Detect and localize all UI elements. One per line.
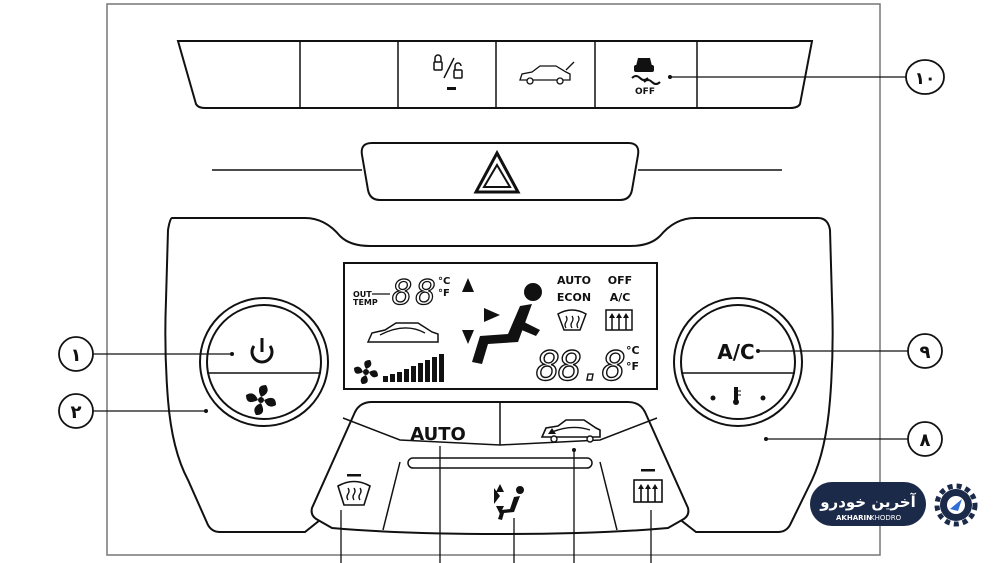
gear-icon: [934, 483, 978, 527]
right-control-knob[interactable]: [673, 297, 803, 427]
out-temp-label-1: OUT: [353, 290, 372, 299]
callout-dot-10: [668, 75, 672, 79]
callout-2-label: ۲: [71, 402, 82, 423]
fan-icon-lcd: [354, 360, 378, 384]
front-defrost-lcd-icon: [557, 309, 587, 331]
callout-1-label: ۱: [71, 345, 82, 366]
recirculation-lcd-icon: [366, 322, 439, 343]
logo-text-en-bold: AKHARIN: [836, 514, 872, 522]
lcd-off-label: OFF: [608, 274, 632, 287]
akharin-khodro-logo: آخرین خودرو AKHARIN KHODRO: [810, 482, 978, 527]
trunk-open-icon[interactable]: [519, 61, 575, 85]
airflow-mode-lcd-icon: [462, 278, 542, 364]
bottom-button-cluster: [310, 401, 690, 536]
bottom-leader-lines: [340, 446, 652, 563]
logo-text-en-light: KHODRO: [870, 514, 902, 522]
callout-dot-1: [230, 352, 234, 356]
callout-2: ۲: [58, 393, 94, 429]
set-temp-digits: 88.8: [536, 344, 626, 390]
set-temp-unit-c: °C: [626, 344, 640, 357]
callout-9: ۹: [907, 333, 943, 369]
fan-speed-indicator: [354, 354, 444, 384]
ac-button[interactable]: A/C: [717, 340, 754, 364]
airflow-mode-button[interactable]: [494, 484, 524, 520]
callout-dot-9: [756, 349, 760, 353]
power-icon[interactable]: [250, 338, 274, 364]
out-temp-unit-f: °F: [438, 288, 450, 299]
top-switch-bar: [176, 40, 814, 109]
auto-button[interactable]: AUTO: [410, 424, 466, 445]
logo-text-fa: آخرین خودرو: [819, 493, 916, 511]
esc-off-label: OFF: [635, 87, 655, 97]
hazard-button[interactable]: [360, 142, 640, 201]
callout-8: ۸: [907, 421, 943, 457]
door-lock-icon[interactable]: [433, 54, 463, 90]
set-temp-unit-f: °F: [626, 360, 639, 373]
callout-1: ۱: [58, 336, 94, 372]
out-temp-label-2: TEMP: [353, 298, 378, 307]
front-defrost-button[interactable]: [337, 474, 371, 506]
temperature-dial-icon[interactable]: [710, 387, 766, 405]
rear-defrost-button[interactable]: [633, 469, 663, 503]
rear-defrost-lcd-icon: [605, 309, 633, 331]
callout-dot-8: [764, 437, 768, 441]
lcd-ac-label: A/C: [610, 291, 631, 304]
hazard-icon: [473, 149, 521, 194]
callout-dot-2: [204, 409, 208, 413]
outer-frame: [106, 3, 881, 556]
climate-module-outline: [164, 217, 834, 533]
esc-off-icon[interactable]: [631, 58, 661, 85]
lcd-econ-label: ECON: [557, 291, 591, 304]
recirculation-button[interactable]: [540, 419, 601, 443]
lcd-display: [343, 262, 658, 390]
callout-8-label: ۸: [920, 430, 931, 451]
callout-9-label: ۹: [920, 342, 931, 363]
lcd-auto-label: AUTO: [557, 274, 591, 287]
fan-icon[interactable]: [246, 385, 276, 415]
callout-10: ۱۰: [905, 59, 945, 95]
callout-10-label: ۱۰: [915, 69, 936, 89]
out-temp-unit-c: °C: [438, 276, 450, 287]
